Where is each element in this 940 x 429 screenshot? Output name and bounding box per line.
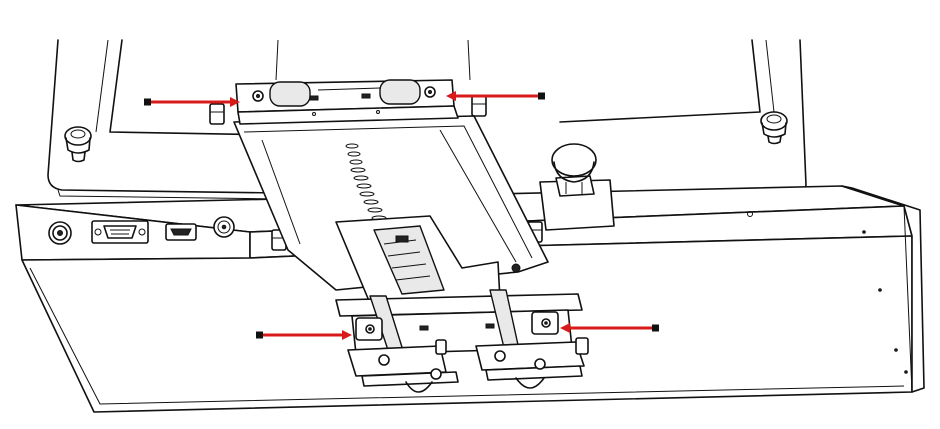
knob-screw — [539, 143, 615, 231]
coax-port — [48, 221, 72, 245]
hdmi-port — [165, 223, 197, 241]
plate-slots — [345, 143, 387, 221]
arrow-head — [446, 91, 456, 101]
arrow-head — [342, 330, 352, 340]
arrows — [144, 91, 659, 340]
arrow-upper-left — [144, 97, 240, 107]
lower-clamp — [335, 289, 589, 393]
arrow-upper-right — [446, 91, 545, 101]
antenna-port — [213, 216, 235, 238]
arrow-head — [560, 323, 570, 333]
adapter-plate — [233, 115, 549, 309]
left-thumb-screw — [64, 126, 92, 163]
arrow-head — [230, 97, 240, 107]
arrow-tail — [256, 331, 263, 339]
top-bracket — [235, 79, 459, 125]
arrow-lower-left — [256, 330, 352, 340]
arrow-tail — [144, 98, 151, 106]
arrow-tail — [538, 92, 545, 100]
arrow-tail — [652, 324, 659, 332]
arrow-lower-right — [560, 323, 659, 333]
right-thumb-screw — [760, 111, 788, 145]
vga-port — [91, 220, 149, 244]
